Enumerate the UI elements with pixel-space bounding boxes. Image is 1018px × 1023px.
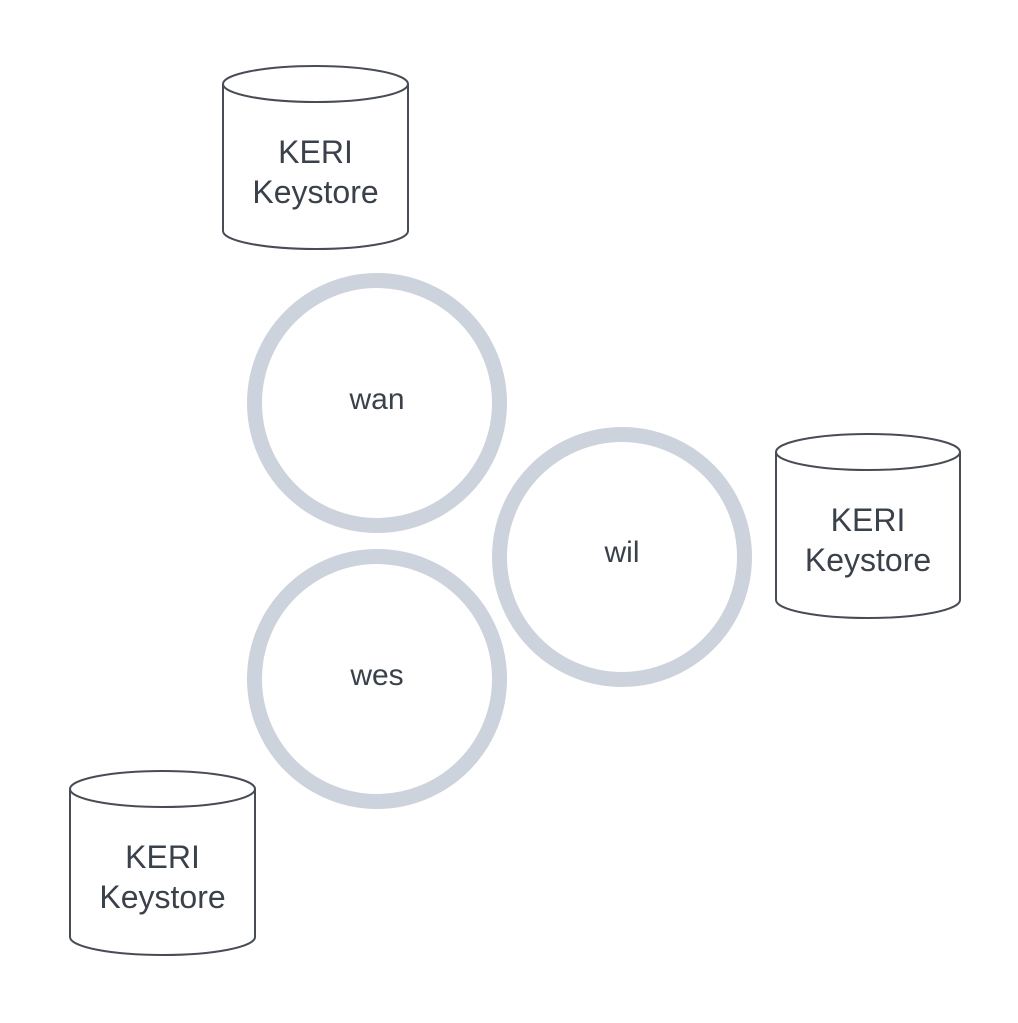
keystore-cylinder-wes[interactable]: KERI Keystore	[69, 770, 256, 956]
node-circle	[247, 549, 507, 809]
node-circle	[247, 273, 507, 533]
node-label: wil	[604, 536, 640, 569]
keystore-cylinder-wil[interactable]: KERI Keystore	[775, 433, 961, 619]
cylinder-body	[775, 452, 961, 619]
node-label: wes	[349, 659, 403, 692]
keystore-label-line1: KERI	[831, 502, 906, 538]
keystore-label-line2: Keystore	[252, 174, 378, 210]
keystore-label-line1: KERI	[125, 839, 200, 875]
keystore-cylinder-wan[interactable]: KERI Keystore	[222, 65, 409, 250]
node-wil[interactable]: wil	[492, 427, 752, 687]
cylinder-top	[222, 65, 409, 103]
node-label: wan	[348, 383, 404, 416]
node-wes[interactable]: wes	[247, 549, 507, 809]
node-wan[interactable]: wan	[247, 273, 507, 533]
cylinder-body	[222, 84, 409, 250]
keystore-label-line2: Keystore	[805, 542, 931, 578]
keystore-label-line2: Keystore	[99, 879, 225, 915]
keystore-label-line1: KERI	[278, 134, 353, 170]
cylinder-top	[775, 433, 961, 471]
cylinder-body	[69, 789, 256, 956]
node-circle	[492, 427, 752, 687]
cylinder-top	[69, 770, 256, 808]
